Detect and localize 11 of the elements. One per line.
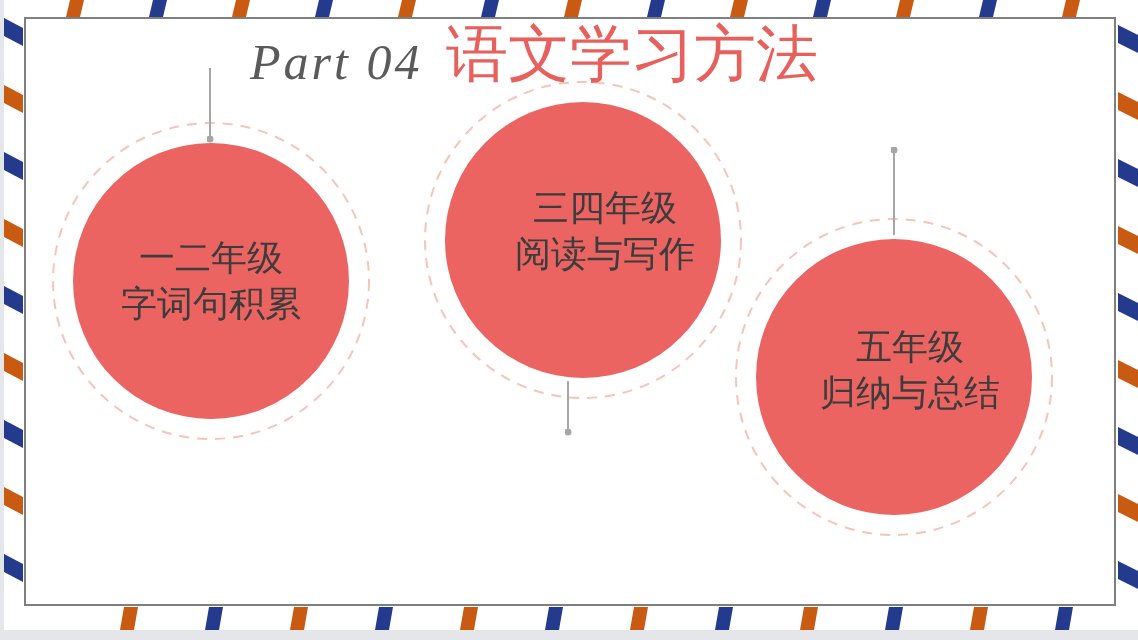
- circle-text: 字词句积累: [121, 282, 301, 326]
- circle-heading: 五年级: [856, 325, 964, 369]
- part-number-label: Part 04: [250, 33, 423, 92]
- slide-title: 语文学习方法: [446, 18, 818, 90]
- circle-text: 阅读与写作: [515, 232, 695, 276]
- circle-heading: 三四年级: [533, 186, 677, 230]
- circle-text: 归纳与总结: [820, 371, 1000, 415]
- connector-line: [890, 146, 898, 236]
- circle-heading: 一二年级: [139, 236, 283, 280]
- connector-line: [564, 380, 572, 436]
- connector-line: [206, 67, 214, 143]
